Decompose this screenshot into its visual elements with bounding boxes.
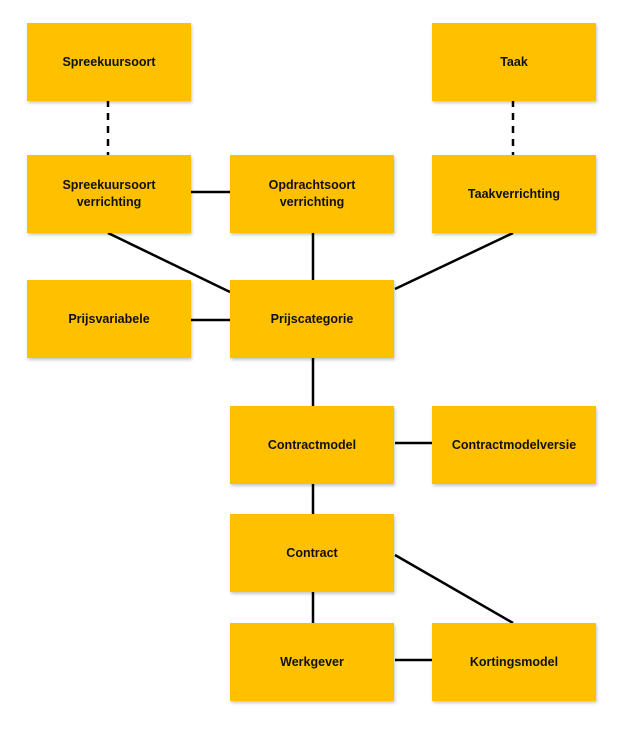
entity-werkgever[interactable]: Werkgever — [230, 623, 394, 701]
entity-label: Kortingsmodel — [469, 654, 559, 669]
entity-label: Spreekuursoort — [62, 54, 156, 69]
entity-spreekuursoort[interactable]: Spreekuursoort — [27, 23, 191, 101]
entity-taak[interactable]: Taak — [432, 23, 596, 101]
entity-kortingsmodel[interactable]: Kortingsmodel — [432, 623, 596, 701]
entity-label: Spreekuursoort verrichting — [62, 178, 156, 209]
entity-label: Contract — [286, 545, 338, 560]
entity-prijscategorie[interactable]: Prijscategorie — [230, 280, 394, 358]
entity-prijsvariabele[interactable]: Prijsvariabele — [27, 280, 191, 358]
entity-label: Opdrachtsoort verrichting — [268, 178, 356, 209]
entity-contract[interactable]: Contract — [230, 514, 394, 592]
edge-spreekuursoort-prijscategorie — [107, 231, 231, 294]
entity-label: Prijscategorie — [270, 311, 354, 326]
entity-label: Contractmodelversie — [451, 437, 577, 452]
edge-contract-kortingsmodel — [394, 553, 514, 625]
entity-label: Taak — [500, 54, 528, 69]
edge-taakverrichting-prijscategorie — [394, 231, 514, 291]
entity-label: Taakverrichting — [467, 186, 561, 201]
entity-taakverrichting[interactable]: Taakverrichting — [432, 155, 596, 233]
entity-spreekuursoort-verrichting[interactable]: Spreekuursoort verrichting — [27, 155, 191, 233]
entity-label: Contractmodel — [267, 437, 357, 452]
entity-opdrachtsoort-verrichting[interactable]: Opdrachtsoort verrichting — [230, 155, 394, 233]
entity-contractmodel[interactable]: Contractmodel — [230, 406, 394, 484]
entity-label: Werkgever — [280, 654, 344, 669]
entity-contractmodelversie[interactable]: Contractmodelversie — [432, 406, 596, 484]
entity-label: Prijsvariabele — [68, 311, 150, 326]
